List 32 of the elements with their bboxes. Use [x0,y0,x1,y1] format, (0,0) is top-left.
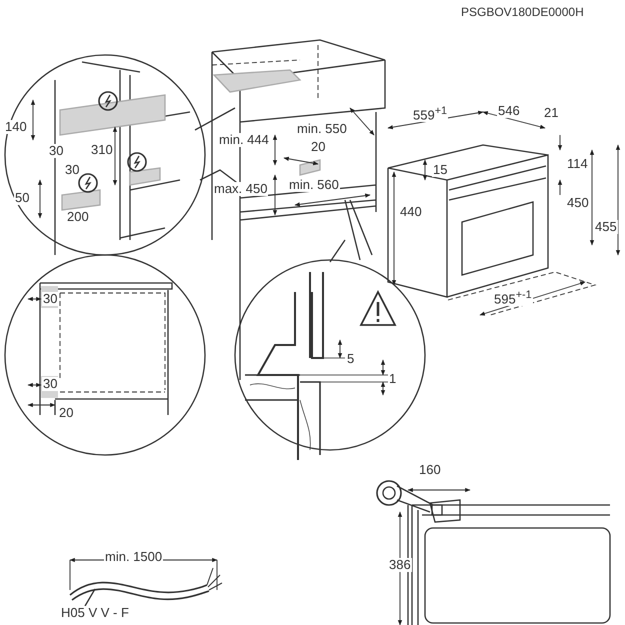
dimension-label: 595$^{+-1}$ [493,288,533,306]
dimension-label: min. 444 [218,133,270,147]
dimension-label: 30 [64,163,80,177]
dimension-label: 30 [48,144,64,158]
cable-type-label: H05 V V - F [60,606,130,620]
dimension-label: min. 1500 [104,550,164,564]
dimension-label: 50 [14,191,30,205]
dimension-label: 20 [310,140,326,154]
leader-line [84,588,96,606]
dimension-label: min. 550 [296,122,348,136]
dimension-label: 200 [66,210,90,224]
dimension-label: 160 [418,463,442,477]
dimension-label: 20 [58,406,74,420]
dimension-label: 440 [399,205,423,219]
dimension-label: 15 [432,163,448,177]
dimension-label: 30 [42,292,58,306]
dimension-label: 310 [90,143,114,157]
dimension-label: 559$^{+1}$ [412,104,448,122]
dimension-label: 30 [42,377,58,391]
dimension-label: min. 560 [288,178,340,192]
dimension-label: 386 [388,558,412,572]
dimension-label: 1 [388,372,398,386]
dimension-label: 450 [566,196,590,210]
dimension-label: 140 [4,120,28,134]
dimension-label: 114 [566,157,589,171]
dimension-label: 546 [497,104,521,118]
dimension-label: 455 [594,220,618,234]
cable-drawing [69,568,222,601]
dimension-label: max. 450 [213,182,268,196]
drawing-reference-code: PSGBOV180DE0000H [460,5,585,19]
dimension-label: 5 [346,352,356,366]
dimension-label: 21 [543,106,560,120]
